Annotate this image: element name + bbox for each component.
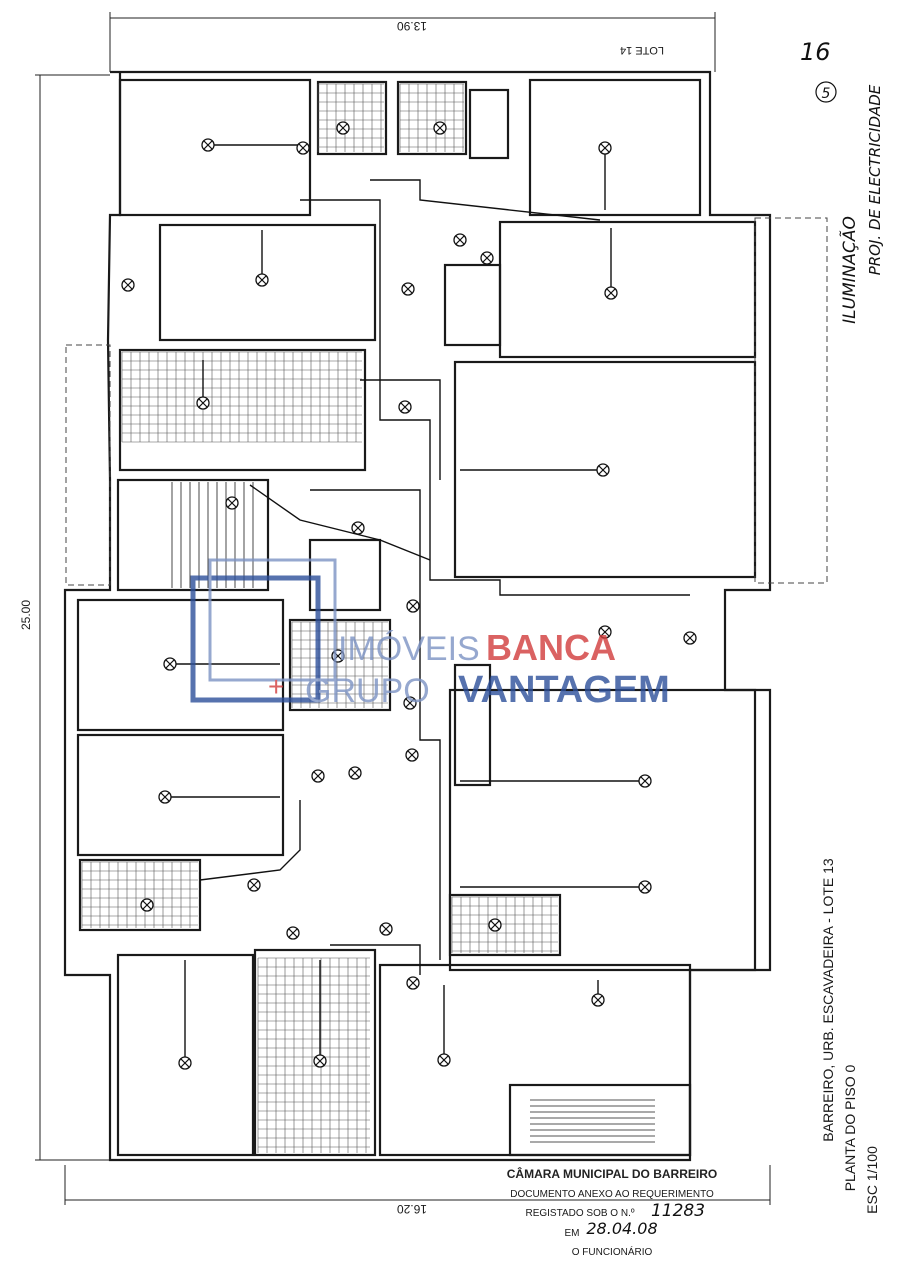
light-fixture-icon bbox=[163, 657, 177, 671]
watermark-plus-icon: + bbox=[268, 671, 284, 702]
light-fixture-icon bbox=[403, 696, 417, 710]
light-fixture-icon bbox=[598, 141, 612, 155]
watermark-word-1: IMÓVEIS bbox=[338, 630, 480, 668]
stamp-line-5: O FUNCIONÁRIO bbox=[572, 1245, 653, 1258]
light-fixture-icon bbox=[398, 400, 412, 414]
dimension-bottom: 16.20 bbox=[397, 1202, 427, 1216]
title-line-2: PLANTA DO PISO 0 bbox=[842, 1065, 858, 1192]
subject-line-2: PROJ. DE ELECTRICIDADE bbox=[866, 84, 884, 275]
light-fixture-icon bbox=[313, 1054, 327, 1068]
subject-line-1: ILUMINAÇÃO bbox=[838, 216, 860, 324]
light-fixture-icon bbox=[480, 251, 494, 265]
light-fixture-icon bbox=[286, 926, 300, 940]
light-fixture-icon bbox=[140, 898, 154, 912]
stamp-line-1: CÂMARA MUNICIPAL DO BARREIRO bbox=[507, 1166, 717, 1181]
stamp-line-4-value: 28.04.08 bbox=[586, 1219, 657, 1238]
light-fixture-icon bbox=[348, 766, 362, 780]
light-fixture-icon bbox=[311, 769, 325, 783]
light-fixture-icon bbox=[401, 282, 415, 296]
light-fixture-icon bbox=[405, 748, 419, 762]
tiled-floor-areas bbox=[81, 83, 558, 1153]
watermark-square bbox=[190, 575, 321, 703]
light-fixture-icon bbox=[638, 774, 652, 788]
light-fixture-icon bbox=[178, 1056, 192, 1070]
light-fixture-icon bbox=[201, 138, 215, 152]
light-fixture-icon bbox=[598, 625, 612, 639]
building-walls bbox=[63, 70, 772, 1162]
light-fixture-icon bbox=[591, 993, 605, 1007]
light-fixture-icon bbox=[604, 286, 618, 300]
scale-label: ESC 1/100 bbox=[864, 1146, 880, 1214]
neighbor-lot-label: LOTE 14 bbox=[620, 44, 664, 56]
light-fixture-icon bbox=[121, 278, 135, 292]
sheet-number: 16 bbox=[800, 38, 831, 66]
stamp-line-4-label: EM bbox=[565, 1228, 580, 1239]
light-fixture-icon bbox=[379, 922, 393, 936]
dimension-lines bbox=[35, 12, 771, 1205]
stamp-line-3-value: 11283 bbox=[651, 1201, 705, 1221]
light-fixture-icon bbox=[638, 880, 652, 894]
light-fixture-icon bbox=[158, 790, 172, 804]
stamp-line-3-label: REGISTADO SOB O N.º bbox=[525, 1208, 634, 1219]
light-fixture-icon bbox=[433, 121, 447, 135]
watermark-square-outline bbox=[208, 558, 337, 682]
light-fixture-icon bbox=[351, 521, 365, 535]
light-fixture-icon bbox=[488, 918, 502, 932]
stamp-line-2: DOCUMENTO ANEXO AO REQUERIMENTO bbox=[510, 1189, 714, 1200]
watermark-word-2: BANCA bbox=[486, 627, 616, 668]
light-fixture-icon bbox=[683, 631, 697, 645]
dimension-top: 13.90 bbox=[397, 19, 427, 33]
light-fixtures bbox=[121, 121, 697, 1070]
title-line-1: BARREIRO, URB. ESCAVADEIRA - LOTE 13 bbox=[820, 858, 836, 1142]
light-fixture-icon bbox=[196, 396, 210, 410]
watermark-logo: IMÓVEIS BANCA GRUPO VANTAGEM + bbox=[190, 558, 670, 711]
light-fixture-icon bbox=[596, 463, 610, 477]
light-fixture-icon bbox=[225, 496, 239, 510]
light-fixture-icon bbox=[453, 233, 467, 247]
light-fixture-icon bbox=[437, 1053, 451, 1067]
dashed-outlines bbox=[65, 217, 828, 586]
light-fixture-icon bbox=[406, 599, 420, 613]
electrical-wiring bbox=[165, 144, 690, 1063]
light-fixture-icon bbox=[255, 273, 269, 287]
sheet-sub-number: 5 bbox=[822, 86, 831, 102]
watermark-word-3: GRUPO bbox=[305, 672, 430, 710]
municipal-stamp: CÂMARA MUNICIPAL DO BARREIRO DOCUMENTO A… bbox=[507, 1166, 717, 1258]
light-fixture-icon bbox=[296, 141, 310, 155]
watermark-word-4: VANTAGEM bbox=[458, 669, 670, 711]
light-fixture-icon bbox=[336, 121, 350, 135]
light-fixture-icon bbox=[247, 878, 261, 892]
dimension-left: 25.00 bbox=[19, 600, 33, 630]
light-fixture-icon bbox=[406, 976, 420, 990]
sheet-sub-circle bbox=[815, 81, 837, 103]
